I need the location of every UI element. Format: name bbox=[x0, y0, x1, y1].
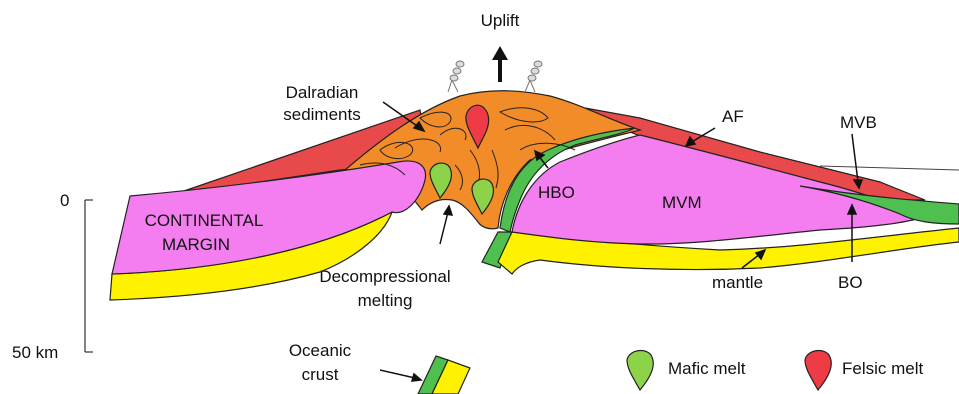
depth-zero-label: 0 bbox=[60, 191, 69, 210]
mafic-melt-legend-label: Mafic melt bbox=[668, 359, 746, 378]
felsic-melt-legend-label: Felsic melt bbox=[842, 359, 924, 378]
dalradian-label-line1: Dalradian bbox=[286, 83, 359, 102]
af-label: AF bbox=[722, 107, 744, 126]
mvm-label: MVM bbox=[662, 193, 702, 212]
depth-scale bbox=[85, 200, 93, 352]
mvb-label: MVB bbox=[840, 113, 877, 132]
uplift-arrow bbox=[492, 46, 508, 82]
continental-label-line1: CONTINENTAL bbox=[145, 211, 264, 230]
decompressional-label-line1: Decompressional bbox=[319, 267, 450, 286]
mafic-melt-legend-icon bbox=[627, 351, 653, 390]
volcanic-plume-left bbox=[448, 61, 464, 92]
mantle-label: mantle bbox=[712, 273, 763, 292]
felsic-melt-legend-icon bbox=[805, 351, 831, 390]
legend: Mafic melt Felsic melt bbox=[627, 351, 924, 390]
decompressional-label-line2: melting bbox=[358, 291, 413, 310]
dalradian-label-line2: sediments bbox=[283, 105, 360, 124]
volcanic-plume-right bbox=[525, 61, 542, 92]
surface-line bbox=[820, 166, 959, 170]
hbo-label: HBO bbox=[538, 183, 575, 202]
continental-label-line2: MARGIN bbox=[162, 235, 230, 254]
oceanic-label-line1: Oceanic bbox=[289, 341, 352, 360]
oceanic-label-line2: crust bbox=[302, 365, 339, 384]
bo-label: BO bbox=[838, 273, 863, 292]
depth-50km-label: 50 km bbox=[12, 343, 58, 362]
uplift-label: Uplift bbox=[481, 11, 520, 30]
